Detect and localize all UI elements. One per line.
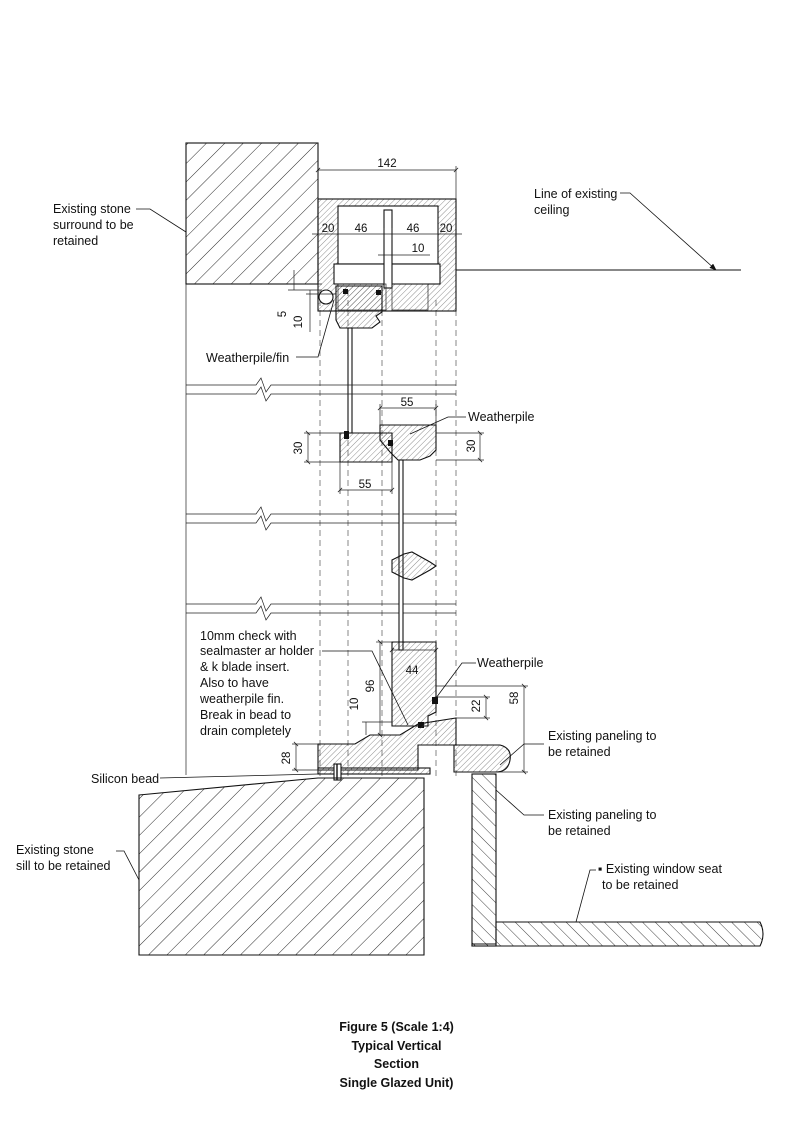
ceiling-label-line1: Line of existing: [534, 187, 617, 201]
window-seat: [471, 921, 764, 947]
caption-line2: Typical Vertical: [351, 1038, 442, 1053]
dim-head-5: 5: [277, 311, 289, 317]
stone-surround-label-line1: Existing stone: [53, 202, 131, 216]
caption-line4: Single Glazed Unit): [339, 1075, 454, 1090]
dim-gap-10: 10: [412, 243, 425, 255]
stone-sill-label-line2: sill to be retained: [16, 859, 111, 873]
dim-meet-top-55: 55: [401, 397, 414, 409]
paneling-label-2-line2: be retained: [548, 824, 611, 838]
figure-caption: Figure 5 (Scale 1:4) Typical Vertical Se…: [0, 1018, 793, 1092]
dim-head-width: 142: [377, 158, 396, 170]
seal-block: [376, 290, 381, 295]
weatherpile-label-mid: Weatherpile: [468, 410, 535, 424]
stone-sill-label-line1: Existing stone: [16, 843, 94, 857]
stone-surround-label-line2: surround to be: [53, 218, 134, 232]
dim-sill-58: 58: [509, 692, 521, 705]
dim-sill-96: 96: [365, 680, 377, 693]
window-seat-label-line1: ▪ Existing window seat: [598, 862, 722, 876]
dim-right-20: 20: [440, 223, 453, 235]
caption-line1: Figure 5 (Scale 1:4): [339, 1020, 454, 1034]
check-note-line4: Also to have: [200, 676, 269, 690]
stone-surround-label-line3: retained: [53, 234, 98, 248]
head-box: [317, 198, 457, 312]
paneling-label-1-line1: Existing paneling to: [548, 729, 656, 743]
sill-trim: [317, 767, 431, 775]
caption-line3: Section: [373, 1057, 420, 1071]
weatherpile-bulb: [318, 289, 334, 305]
dim-sill-22: 22: [471, 700, 483, 713]
silicon-bead-label: Silicon bead: [91, 772, 159, 786]
dim-sill-10: 10: [349, 698, 361, 711]
top-sash-profile: [335, 285, 383, 329]
dim-left-20: 20: [322, 223, 335, 235]
window-seat-label-line2: to be retained: [602, 878, 678, 892]
dim-sill-44: 44: [406, 665, 419, 677]
check-note-line6: Break in bead to: [200, 708, 291, 722]
check-note-line2: sealmaster ar holder: [200, 644, 314, 658]
paneling-label-2-line1: Existing paneling to: [548, 808, 656, 822]
stone-surround: [185, 142, 319, 285]
dim-sill-28: 28: [281, 752, 293, 765]
meeting-rail: [339, 424, 437, 463]
paneling-cap: [453, 744, 511, 773]
dim-left-46: 46: [355, 223, 368, 235]
dim-meet-right-30: 30: [466, 440, 478, 453]
check-note-line7: drain completely: [200, 724, 292, 738]
dimension-lines: [288, 166, 528, 775]
break-lines: [186, 377, 456, 621]
weatherpile-fin-label: Weatherpile/fin: [206, 351, 289, 365]
timber-sill: [317, 717, 457, 771]
seal-block: [343, 289, 348, 294]
top-glass: [347, 327, 353, 434]
dim-right-46: 46: [407, 223, 420, 235]
dim-meet-left-30: 30: [293, 442, 305, 455]
check-note-line1: 10mm check with: [200, 629, 297, 643]
check-note-line3: & k blade insert.: [200, 660, 290, 674]
weatherpile-block: [432, 697, 438, 704]
weatherpile-label-low: Weatherpile: [477, 656, 544, 670]
dim-meet-bot-55: 55: [359, 479, 372, 491]
leader-lines: [116, 192, 717, 923]
check-note-line5: weatherpile fin.: [199, 692, 284, 706]
dimension-values: 142 20 46 46 20 10 5 10 55 55 30 30 44 9…: [277, 158, 521, 764]
paneling-vertical: [471, 773, 497, 947]
ceiling-label-line2: ceiling: [534, 203, 569, 217]
dim-head-10: 10: [293, 316, 305, 329]
labels: Existing stone surround to be retained L…: [16, 187, 722, 892]
glazing-bar: [391, 551, 437, 581]
paneling-label-1-line2: be retained: [548, 745, 611, 759]
stone-sill: [138, 777, 425, 956]
bottom-sash: [391, 641, 437, 727]
